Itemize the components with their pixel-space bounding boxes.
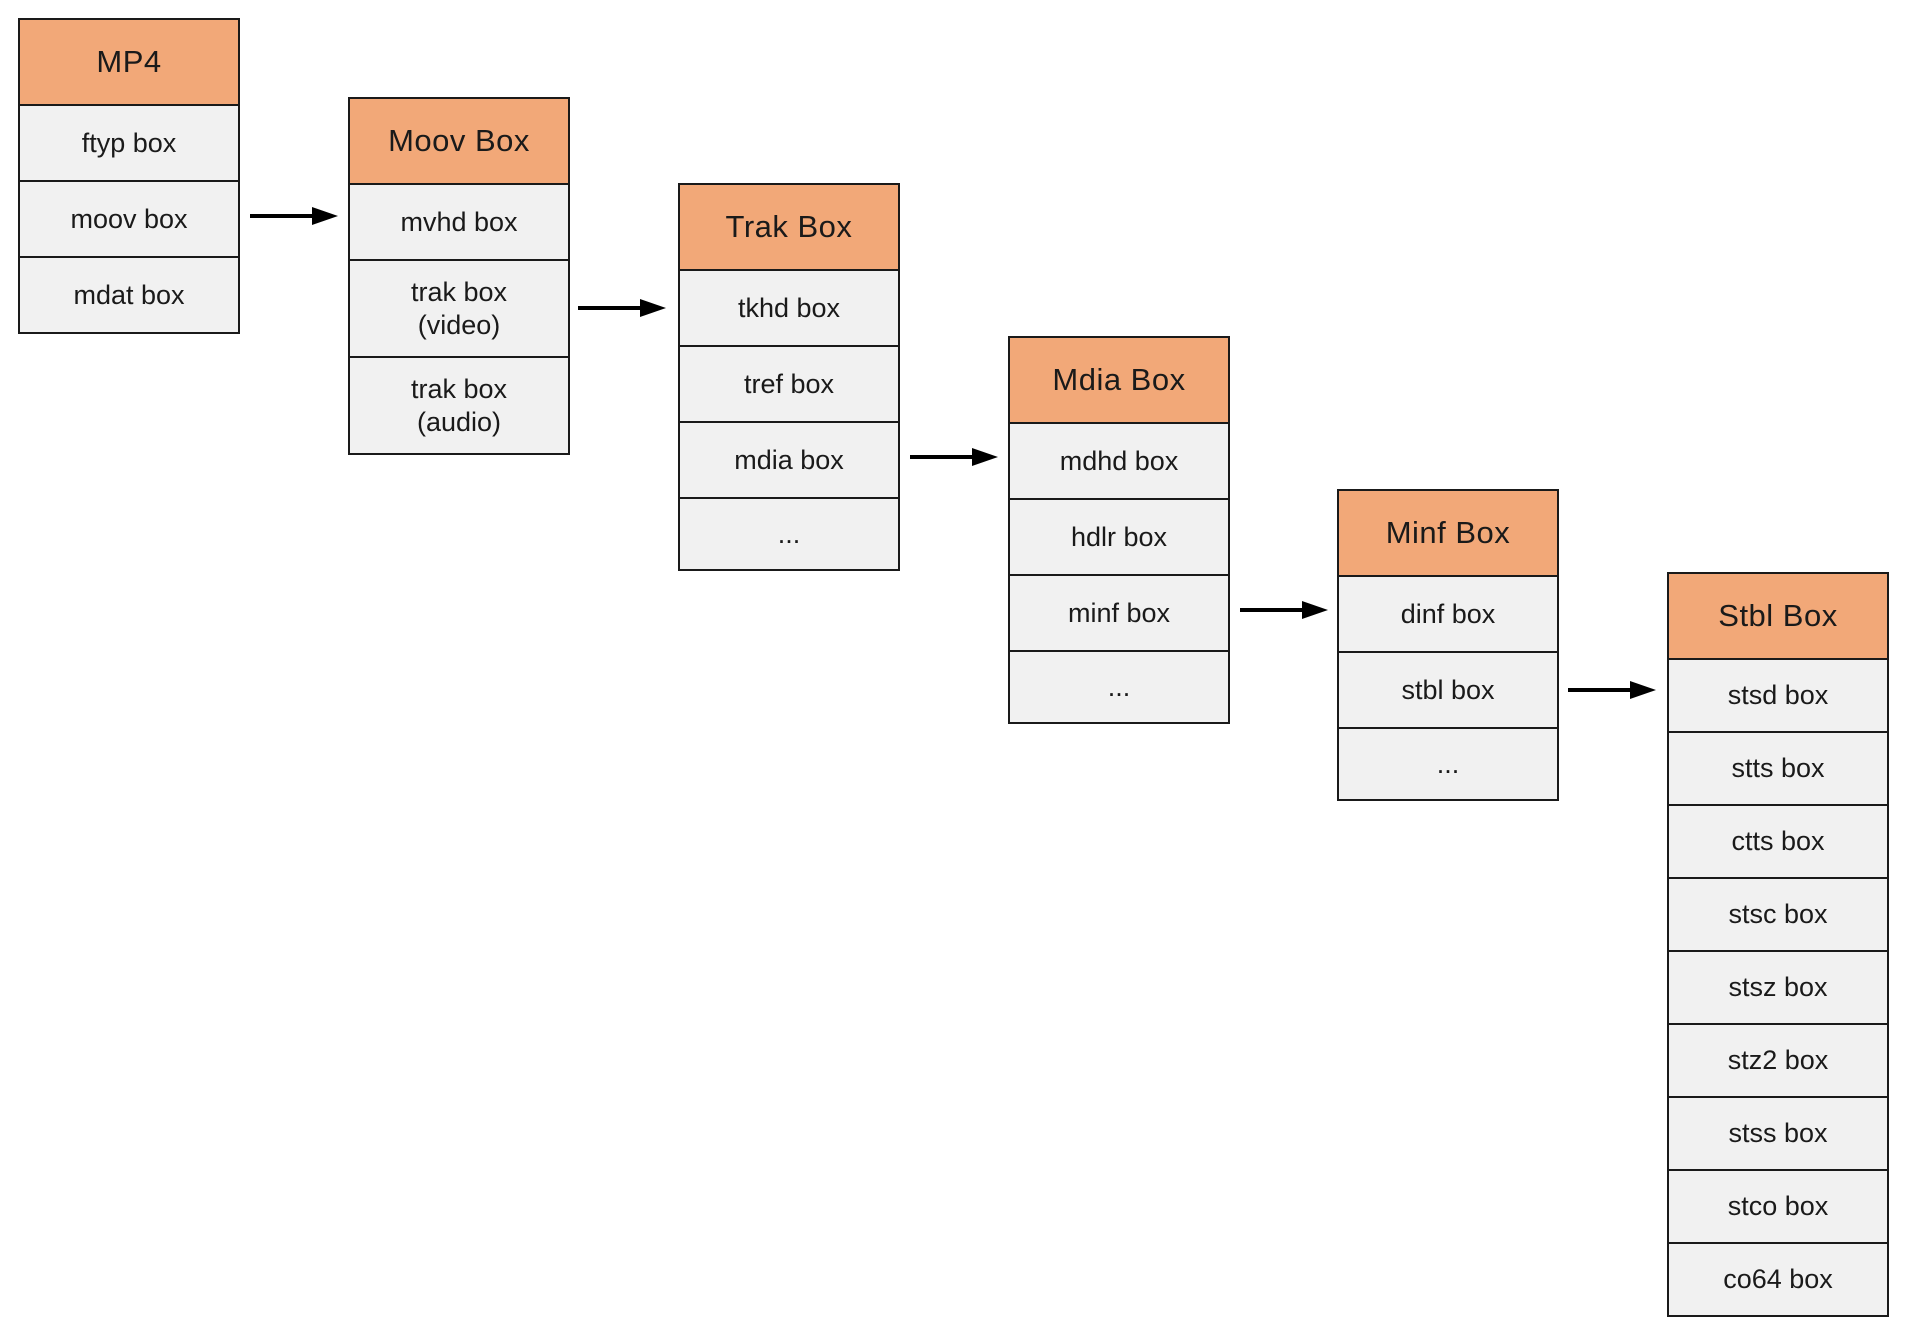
box-moov-title: Moov Box [350,99,568,183]
box-row-ellipsis: ... [1010,650,1228,722]
box-row-mdhd: mdhd box [1010,422,1228,498]
box-row-mvhd: mvhd box [350,183,568,259]
arrow-moov-row-to-moov-box [250,206,338,226]
box-row-mdia: mdia box [680,421,898,497]
arrow-minf-row-to-minf-box [1240,600,1328,620]
box-row-stsd: stsd box [1669,658,1887,731]
box-row-moov: moov box [20,180,238,256]
box-row-dinf: dinf box [1339,575,1557,651]
box-row-stz2: stz2 box [1669,1023,1887,1096]
box-row-stsz: stsz box [1669,950,1887,1023]
box-row-trak-video: trak box (video) [350,259,568,356]
box-row-ellipsis: ... [680,497,898,569]
box-minf: Minf Box dinf box stbl box ... [1337,489,1559,801]
arrow-stbl-row-to-stbl-box [1568,680,1656,700]
box-stbl-title: Stbl Box [1669,574,1887,658]
box-mdia: Mdia Box mdhd box hdlr box minf box ... [1008,336,1230,724]
box-row-hdlr: hdlr box [1010,498,1228,574]
box-trak: Trak Box tkhd box tref box mdia box ... [678,183,900,571]
box-minf-title: Minf Box [1339,491,1557,575]
box-row-mdat: mdat box [20,256,238,332]
box-row-co64: co64 box [1669,1242,1887,1315]
box-row-trak-audio: trak box (audio) [350,356,568,453]
box-row-ctts: ctts box [1669,804,1887,877]
arrow-trak-video-row-to-trak-box [578,298,666,318]
box-mdia-title: Mdia Box [1010,338,1228,422]
box-mp4-title: MP4 [20,20,238,104]
box-row-minf: minf box [1010,574,1228,650]
box-row-ftyp: ftyp box [20,104,238,180]
box-row-tkhd: tkhd box [680,269,898,345]
box-trak-title: Trak Box [680,185,898,269]
box-stbl: Stbl Box stsd box stts box ctts box stsc… [1667,572,1889,1317]
box-row-stsc: stsc box [1669,877,1887,950]
box-row-ellipsis: ... [1339,727,1557,799]
box-moov: Moov Box mvhd box trak box (video) trak … [348,97,570,455]
box-row-tref: tref box [680,345,898,421]
arrow-mdia-row-to-mdia-box [910,447,998,467]
box-row-stss: stss box [1669,1096,1887,1169]
box-row-stco: stco box [1669,1169,1887,1242]
box-mp4: MP4 ftyp box moov box mdat box [18,18,240,334]
box-row-stbl: stbl box [1339,651,1557,727]
box-row-stts: stts box [1669,731,1887,804]
